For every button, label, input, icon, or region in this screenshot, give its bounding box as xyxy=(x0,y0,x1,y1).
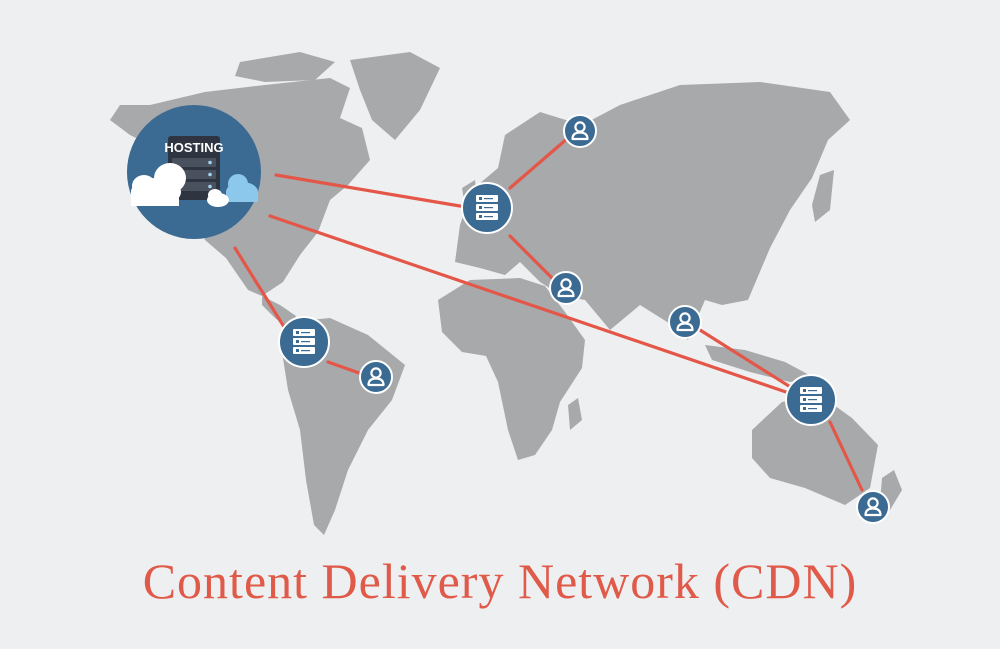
cloud-small-icon xyxy=(207,189,229,207)
user-india xyxy=(668,305,702,339)
indonesia xyxy=(705,345,815,382)
user-middle-east xyxy=(549,271,583,305)
hosting-label: HOSTING xyxy=(164,140,223,155)
link-europe-middle-east xyxy=(508,234,554,280)
user-brazil xyxy=(359,360,393,394)
arctic-islands xyxy=(235,52,335,82)
edge-server-europe xyxy=(461,182,513,234)
user-new-zealand xyxy=(856,490,890,524)
link-europe-russia xyxy=(508,136,570,190)
link-origin-south-america xyxy=(233,246,288,332)
australia xyxy=(752,395,878,505)
connections xyxy=(233,136,864,492)
edge-server-south-america xyxy=(278,316,330,368)
link-origin-australia xyxy=(268,214,788,394)
cloud-icon xyxy=(131,163,186,206)
edge-server-australia xyxy=(785,374,837,426)
africa xyxy=(438,278,585,460)
diagram-title: Content Delivery Network (CDN) xyxy=(142,553,858,609)
link-origin-europe xyxy=(274,173,462,208)
japan xyxy=(812,170,834,222)
server-rack-icon xyxy=(476,195,498,220)
user-russia xyxy=(563,114,597,148)
cloud-blue-icon xyxy=(226,174,258,202)
link-india-australia xyxy=(698,328,794,390)
greenland xyxy=(350,52,440,140)
link-south-america-brazil xyxy=(326,360,364,376)
hosting-origin-node: HOSTING xyxy=(127,105,261,239)
server-rack-icon xyxy=(293,329,315,354)
link-australia-new-zealand xyxy=(828,420,864,492)
europe-asia xyxy=(455,82,850,340)
server-rack-icon xyxy=(800,387,822,412)
madagascar xyxy=(568,398,582,430)
